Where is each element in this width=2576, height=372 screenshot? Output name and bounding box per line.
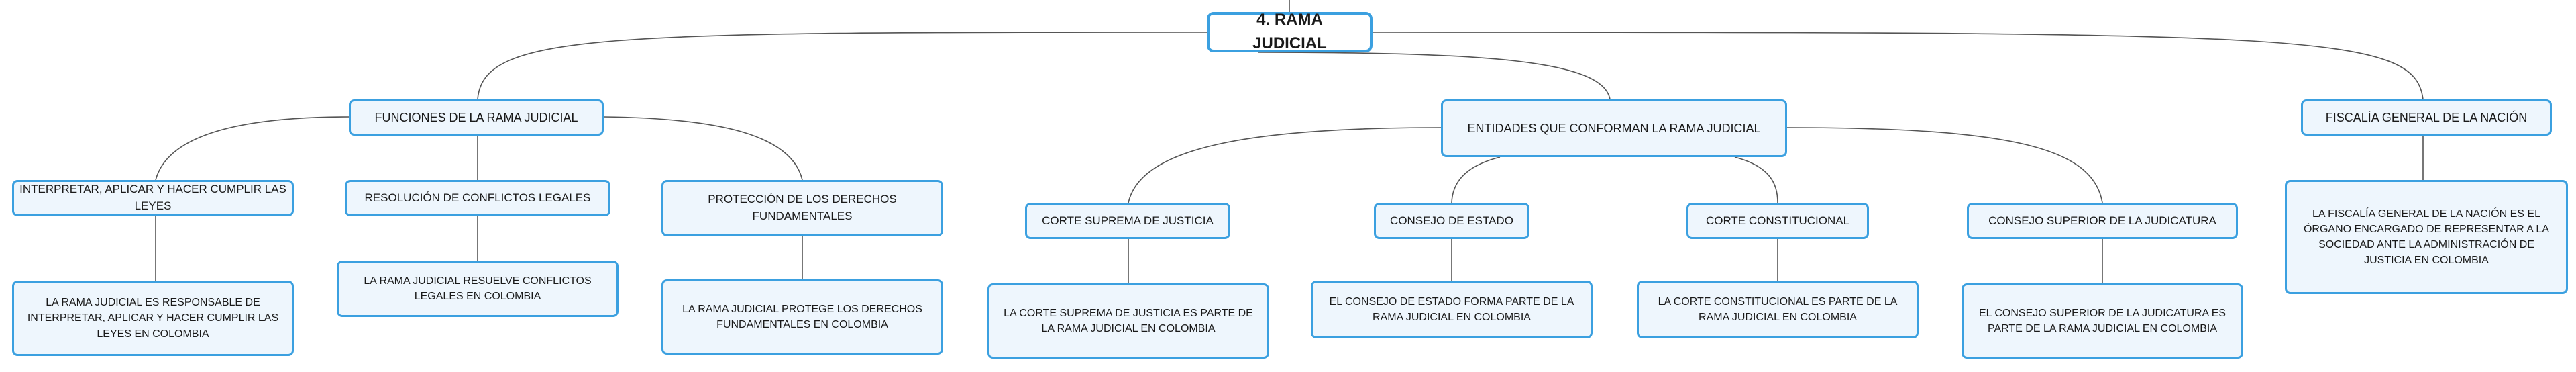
topic-consejo-superior[interactable]: CONSEJO SUPERIOR DE LA JUDICATURA — [1967, 203, 2238, 239]
branch-funciones[interactable]: FUNCIONES DE LA RAMA JUDICIAL — [349, 99, 604, 136]
edge-entidades-consejo-estado — [1451, 156, 1501, 203]
detail-corte-suprema[interactable]: LA CORTE SUPREMA DE JUSTICIA ES PARTE DE… — [987, 283, 1269, 359]
detail-consejo-superior[interactable]: EL CONSEJO SUPERIOR DE LA JUDICATURA ES … — [1962, 283, 2243, 359]
detail-consejo-estado[interactable]: EL CONSEJO DE ESTADO FORMA PARTE DE LA R… — [1311, 281, 1593, 338]
detail-corte-constitucional[interactable]: LA CORTE CONSTITUCIONAL ES PARTE DE LA R… — [1637, 281, 1919, 338]
edge-root-funciones — [477, 32, 1208, 100]
edge-root-fiscalia — [1372, 32, 2424, 100]
detail-resolucion[interactable]: LA RAMA JUDICIAL RESUELVE CONFLICTOS LEG… — [337, 261, 619, 317]
detail-proteccion[interactable]: LA RAMA JUDICIAL PROTEGE LOS DERECHOS FU… — [661, 279, 943, 355]
edge-funciones-proteccion — [603, 116, 803, 181]
detail-interpretar[interactable]: LA RAMA JUDICIAL ES RESPONSABLE DE INTER… — [12, 281, 294, 356]
topic-proteccion[interactable]: PROTECCIÓN DE LOS DERECHOS FUNDAMENTALES — [661, 180, 943, 236]
branch-entidades[interactable]: ENTIDADES QUE CONFORMAN LA RAMA JUDICIAL — [1441, 99, 1787, 157]
edge-entidades-corte-suprema — [1128, 127, 1442, 203]
branch-fiscalia[interactable]: FISCALÍA GENERAL DE LA NACIÓN — [2301, 99, 2552, 136]
topic-corte-constitucional[interactable]: CORTE CONSTITUCIONAL — [1686, 203, 1869, 239]
topic-consejo-estado[interactable]: CONSEJO DE ESTADO — [1374, 203, 1529, 239]
topic-corte-suprema[interactable]: CORTE SUPREMA DE JUSTICIA — [1025, 203, 1230, 239]
edge-entidades-corte-constitucional — [1734, 156, 1778, 203]
root-node[interactable]: 4. RAMA JUDICIAL — [1207, 11, 1373, 52]
topic-interpretar[interactable]: INTERPRETAR, APLICAR Y HACER CUMPLIR LAS… — [12, 180, 294, 216]
detail-fiscalia[interactable]: LA FISCALÍA GENERAL DE LA NACIÓN ES EL Ó… — [2285, 180, 2568, 294]
edge-funciones-interpretar — [155, 116, 350, 181]
edge-entidades-consejo-superior — [1786, 127, 2103, 203]
edge-root-entidades — [1257, 52, 1611, 100]
topic-resolucion[interactable]: RESOLUCIÓN DE CONFLICTOS LEGALES — [345, 180, 610, 216]
